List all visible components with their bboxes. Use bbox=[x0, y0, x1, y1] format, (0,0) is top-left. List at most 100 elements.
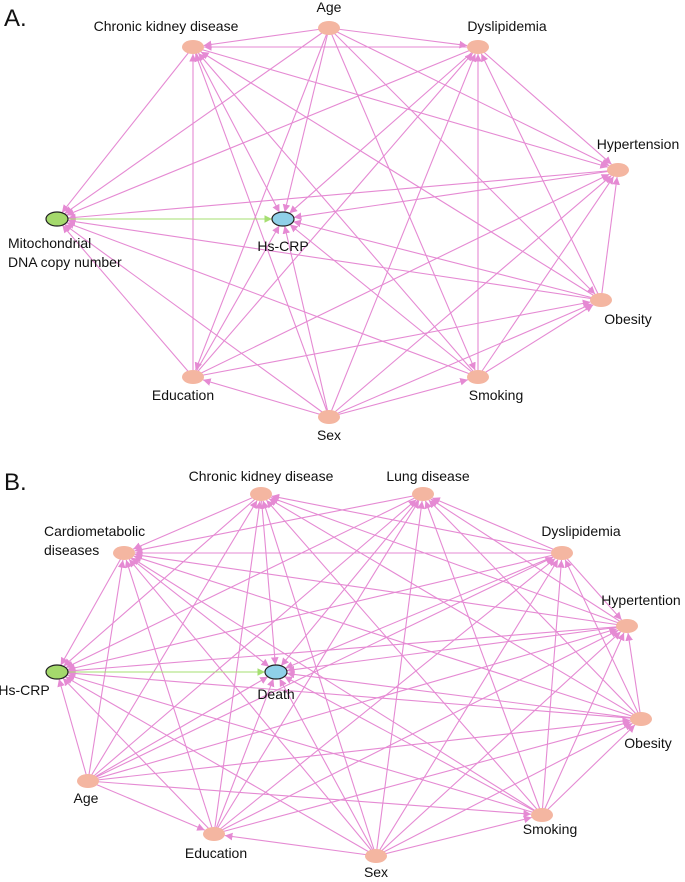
edge-obe-to-mito bbox=[67, 217, 602, 301]
edge-dys-to-hyp bbox=[477, 46, 612, 165]
edge-edu-to-ckd bbox=[213, 500, 263, 835]
node-marker-dys bbox=[551, 546, 573, 560]
edge-edu-to-crp bbox=[62, 677, 215, 835]
node-label-ckd: Chronic kidney disease bbox=[94, 18, 239, 34]
node-marker-age bbox=[318, 21, 340, 35]
edge-ckd-to-hyp bbox=[192, 46, 609, 169]
edge-hyp-to-death bbox=[286, 625, 628, 674]
node-label-sex: Sex bbox=[364, 864, 388, 880]
edge-hyp-to-mito bbox=[67, 169, 619, 222]
edge-hyp-to-ckd bbox=[270, 496, 628, 627]
edge-smk-to-lung bbox=[424, 500, 543, 816]
edge-obe-to-crp bbox=[67, 669, 642, 720]
edge-obe-to-hyp bbox=[600, 176, 620, 301]
edge-edu-to-obe bbox=[213, 719, 632, 835]
node-marker-age bbox=[77, 774, 99, 788]
edge-sex-to-obe bbox=[375, 722, 633, 857]
edge-ckd-to-mito bbox=[61, 46, 194, 214]
edge-age-to-crp bbox=[282, 27, 330, 213]
edge-cmd-to-crp bbox=[60, 552, 125, 666]
edge-edu-to-death bbox=[213, 678, 275, 835]
node-label-dys: Dyslipidemia bbox=[541, 523, 621, 539]
node-marker-crp bbox=[45, 664, 69, 680]
node-sex: Sex bbox=[364, 849, 388, 880]
edge-sex-to-edu bbox=[202, 378, 330, 418]
node-marker-ckd bbox=[250, 487, 272, 501]
node-label-edu: Education bbox=[152, 387, 214, 403]
edge-smk-to-hyp bbox=[477, 176, 615, 378]
edge-sex-to-cmd bbox=[128, 558, 377, 857]
edge-sex-to-ckd bbox=[194, 53, 330, 418]
edge-edu-to-mito bbox=[61, 224, 194, 378]
edge-dys-to-death bbox=[284, 552, 563, 669]
node-label-hyp: Hypertention bbox=[601, 592, 680, 608]
node-label-smk: Smoking bbox=[523, 821, 577, 837]
edge-cmd-to-death bbox=[123, 552, 270, 668]
edge-age-to-smk bbox=[328, 27, 476, 371]
node-marker-sex bbox=[365, 849, 387, 863]
node-hyp: Hypertention bbox=[601, 592, 681, 633]
edge-age-to-edu bbox=[87, 780, 206, 831]
edge-lung-to-death bbox=[280, 493, 424, 667]
edge-hyp-to-lung bbox=[430, 498, 628, 627]
node-label-sex: Sex bbox=[317, 427, 341, 443]
edge-dys-to-mito bbox=[66, 46, 479, 216]
node-ckd: Chronic kidney disease bbox=[94, 18, 239, 54]
edges-b bbox=[57, 493, 642, 857]
edge-edu-to-hyp bbox=[213, 629, 619, 835]
node-marker-hyp bbox=[607, 163, 629, 177]
edge-age-to-dys bbox=[328, 27, 468, 49]
edge-edu-to-hyp bbox=[192, 173, 610, 378]
node-smk: Smoking bbox=[467, 370, 523, 403]
edge-smk-to-crp bbox=[289, 224, 479, 378]
edge-edu-to-cmd bbox=[124, 559, 215, 835]
edge-age-to-death bbox=[87, 676, 269, 782]
edge-obe-to-crp bbox=[293, 219, 602, 301]
edge-sex-to-obe bbox=[328, 303, 593, 418]
node-label-death: Death bbox=[257, 686, 294, 702]
edge-age-to-smk bbox=[87, 780, 532, 818]
edge-sex-to-dys bbox=[328, 53, 476, 418]
node-obe: Obesity bbox=[624, 712, 672, 751]
edge-obe-to-ckd bbox=[200, 51, 602, 301]
edge-dys-to-crp bbox=[67, 552, 563, 672]
edge-obe-to-dys bbox=[564, 559, 642, 720]
edge-edu-to-crp bbox=[192, 225, 280, 378]
node-marker-hyp bbox=[616, 619, 638, 633]
edge-sex-to-crp bbox=[64, 676, 377, 857]
node-label-obe: Obesity bbox=[624, 735, 671, 751]
edge-age-to-cmd bbox=[87, 559, 126, 782]
node-label-smk: Smoking bbox=[469, 387, 523, 403]
edge-smk-to-hyp bbox=[541, 632, 625, 816]
node-lung: Lung disease bbox=[386, 468, 470, 501]
node-label-lung: Lung disease bbox=[386, 468, 470, 484]
node-marker-crp bbox=[271, 211, 295, 227]
edge-edu-to-dys bbox=[192, 52, 474, 378]
edge-dys-to-ckd bbox=[271, 493, 563, 554]
edge-age-to-dys bbox=[87, 556, 554, 782]
node-label-hyp: Hypertension bbox=[597, 136, 680, 152]
edge-hyp-to-cmd bbox=[134, 551, 628, 627]
edge-dys-to-hyp bbox=[561, 552, 623, 621]
edge-obe-to-dys bbox=[480, 53, 602, 301]
edge-sex-to-lung bbox=[375, 500, 425, 857]
edge-hyp-to-crp bbox=[293, 169, 619, 221]
node-marker-sex bbox=[318, 410, 340, 424]
node-marker-edu bbox=[203, 827, 225, 841]
node-marker-lung bbox=[412, 487, 434, 501]
edge-ckd-to-death bbox=[260, 493, 279, 666]
edge-age-to-hyp bbox=[328, 27, 610, 167]
edge-hyp-to-crp bbox=[67, 625, 628, 675]
node-marker-obe bbox=[590, 293, 612, 307]
edge-sex-to-ckd bbox=[261, 500, 377, 857]
edge-smk-to-ckd bbox=[265, 499, 543, 816]
edge-smk-to-obe bbox=[541, 724, 636, 816]
node-label-obe: Obesity bbox=[604, 311, 651, 327]
panel-label-b: B. bbox=[4, 469, 27, 496]
node-hyp: Hypertension bbox=[597, 136, 680, 177]
node-marker-death bbox=[264, 664, 288, 680]
